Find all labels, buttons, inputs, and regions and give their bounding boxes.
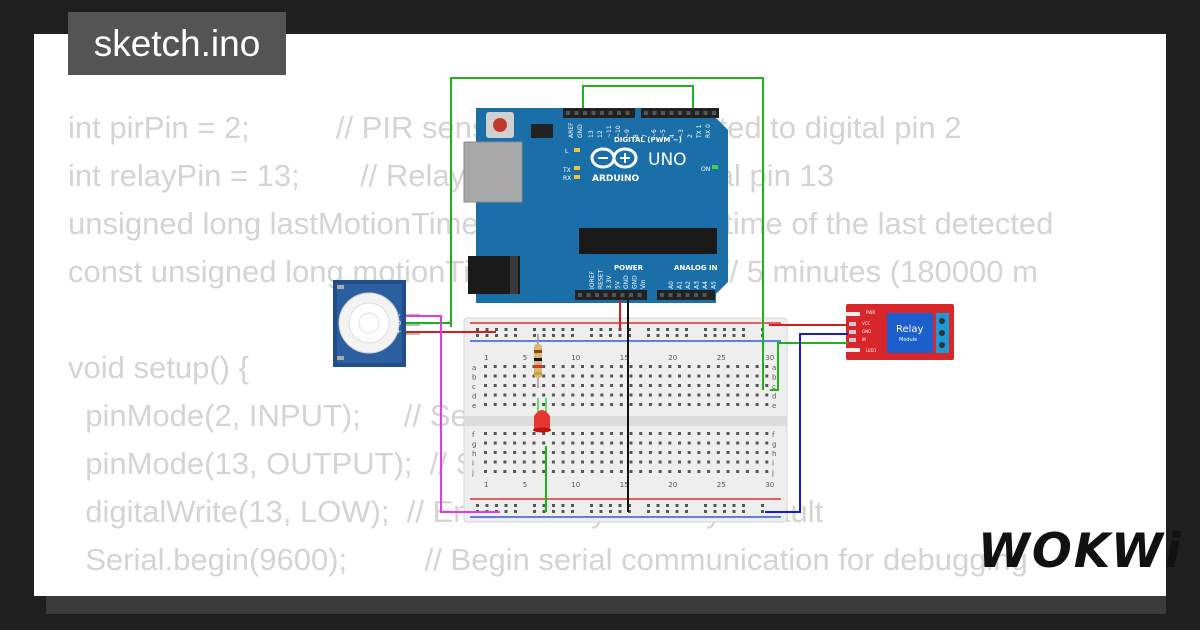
arduino-analog-pin-label: A2: [685, 281, 692, 289]
pir-pin-label: D: [396, 320, 403, 325]
usb-port: [463, 141, 523, 203]
arduino-pin-label: 8: [633, 134, 640, 138]
breadboard-column-number: 25: [717, 481, 726, 489]
wokwi-logo: WOKWi: [978, 524, 1183, 579]
arduino-power-pin-label: Vin: [640, 279, 647, 289]
arduino-power-pin-label: GND: [623, 275, 630, 289]
board-brand: ARDUINO: [592, 174, 640, 184]
relay-led-label: LED1: [866, 348, 877, 353]
arduino-power-pin-label: RESET: [598, 269, 605, 289]
breadboard-column-number: 30: [765, 481, 774, 489]
breadboard-column-number: 15: [620, 354, 629, 362]
arduino-logo-icon: [590, 147, 638, 169]
breadboard-row-letter: j: [771, 469, 774, 477]
icsp-header: [531, 124, 553, 138]
arduino-analog-pin-label: A3: [694, 281, 701, 289]
board-model: UNO: [648, 150, 687, 170]
relay-led-label: PWR: [866, 310, 875, 315]
l-label: L: [565, 148, 569, 155]
relay-pin-label: VCC: [862, 321, 871, 326]
pir-pin-label: +: [396, 329, 403, 334]
breadboard-row-letter: g: [472, 441, 476, 449]
breadboard-row-letter: c: [772, 383, 776, 391]
breadboard-row-letter: e: [472, 402, 476, 410]
breadboard-column-number: 25: [717, 354, 726, 362]
breadboard-row-letter: f: [772, 431, 775, 439]
arduino-pin-label: ~6: [651, 129, 658, 138]
relay-subtitle: Module: [899, 337, 917, 343]
tx-label: TX: [562, 167, 571, 174]
arduino-pin-label: AREF: [568, 122, 575, 138]
breadboard-row-letter: d: [772, 393, 776, 401]
relay-pin-label: GND: [862, 329, 871, 334]
breadboard-row-letter: f: [472, 431, 475, 439]
arduino-pin-label: RX 0: [705, 124, 712, 138]
arduino-pin-label: GND: [577, 124, 584, 138]
relay-module[interactable]: Relay Module VCC GND IN PWR LED1: [846, 304, 954, 360]
atmega-chip: [579, 228, 717, 254]
arduino-pin-label: 7: [642, 134, 649, 138]
breadboard-row-letter: g: [772, 441, 776, 449]
arduino-pin-label: 13: [588, 130, 595, 138]
arduino-pin-label: TX 1: [696, 124, 703, 139]
breadboard-column-number: 10: [571, 481, 580, 489]
pir-pin-label: -: [396, 314, 403, 316]
file-tab-title[interactable]: sketch.ino: [68, 12, 286, 75]
code-line: Serial.begin(9600); // Begin serial comm…: [68, 542, 1028, 577]
arduino-power-pin-label: 3.3V: [606, 274, 613, 289]
breadboard-column-number: 15: [620, 481, 629, 489]
arduino-pin-label: ~9: [624, 129, 631, 138]
on-label: ON: [701, 166, 710, 173]
relay-pin-label: IN: [862, 337, 866, 342]
arduino-pin-label: ~3: [678, 129, 685, 138]
pir-sensor[interactable]: - D +: [333, 280, 420, 367]
rx-label: RX: [563, 175, 571, 182]
breadboard-column-number: 5: [523, 354, 527, 362]
arduino-analog-pin-label: A0: [668, 281, 675, 289]
breadboard-row-letter: d: [472, 393, 476, 401]
digital-label: DIGITAL (PWM ~): [614, 136, 682, 144]
arduino-pin-label: ~11: [606, 125, 613, 138]
arduino-analog-pin-label: A4: [702, 281, 709, 289]
arduino-pin-label: 4: [669, 134, 676, 138]
code-line: }: [68, 584, 1053, 596]
breadboard-row-letter: h: [472, 450, 476, 458]
arduino-power-pin-label: 5V: [615, 280, 622, 289]
breadboard-row-letter: i: [772, 460, 774, 468]
breadboard-column-number: 10: [571, 354, 580, 362]
breadboard-row-letter: b: [472, 374, 477, 382]
resistor[interactable]: [534, 334, 542, 388]
arduino-power-pin-label: IOREF: [589, 271, 596, 289]
relay-title: Relay: [896, 324, 924, 335]
arduino-pin-label: ~5: [660, 129, 667, 138]
arduino-analog-pin-label: A5: [711, 281, 718, 289]
arduino-pin-label: ~10: [615, 125, 622, 138]
analog-label: ANALOG IN: [674, 264, 718, 272]
arduino-power-pin-label: GND: [632, 275, 639, 289]
breadboard-column-number: 20: [668, 354, 677, 362]
arduino-analog-pin-label: A1: [677, 281, 684, 289]
breadboard-row-letter: c: [472, 383, 476, 391]
breadboard-row-letter: a: [472, 364, 476, 372]
red-led[interactable]: [533, 398, 551, 433]
arduino-pin-label: 12: [597, 130, 604, 138]
breadboard-column-number: 1: [484, 481, 488, 489]
breadboard-column-number: 20: [668, 481, 677, 489]
breadboard-row-letter: b: [772, 374, 777, 382]
power-label: POWER: [614, 264, 644, 272]
breadboard-row-letter: j: [471, 469, 474, 477]
breadboard-column-number: 30: [765, 354, 774, 362]
wires: [406, 77, 848, 513]
code-line: void setup() {: [68, 350, 249, 385]
breadboard-column-number: 5: [523, 481, 527, 489]
arduino-pin-label: 2: [687, 134, 694, 138]
breadboard-row-letter: a: [772, 364, 776, 372]
breadboard-row-letter: i: [472, 460, 474, 468]
breadboard-column-number: 1: [484, 354, 488, 362]
breadboard-row-letter: e: [772, 402, 776, 410]
breadboard-row-letter: h: [772, 450, 776, 458]
